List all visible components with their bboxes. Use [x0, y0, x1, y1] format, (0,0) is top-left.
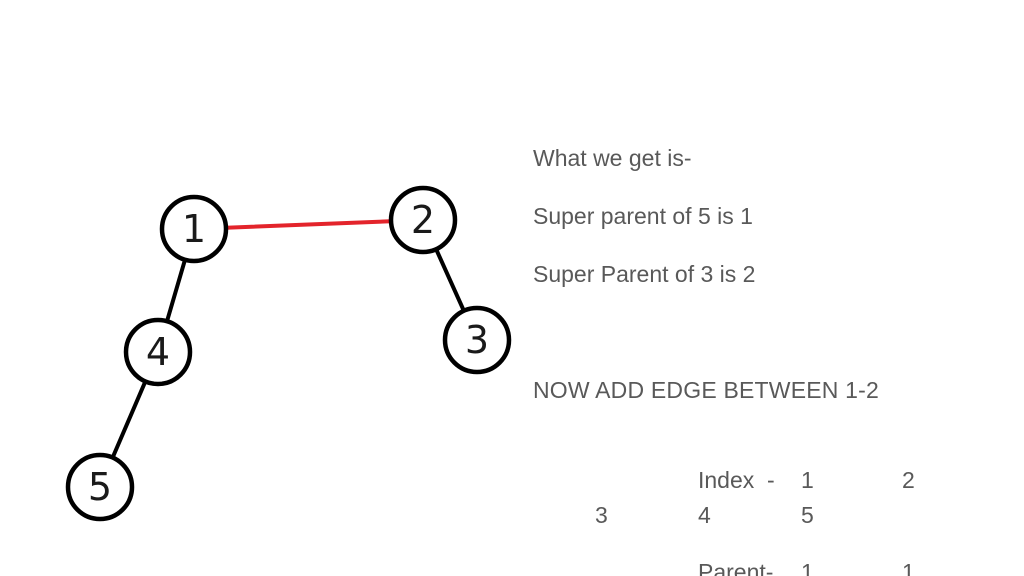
node-circle-4: [123, 317, 193, 387]
node-2: 2: [388, 185, 458, 255]
node-label-2: 2: [411, 198, 435, 242]
node-4: 4: [123, 317, 193, 387]
node-3: 3: [442, 305, 512, 375]
node-label-1: 1: [182, 207, 206, 251]
nodes-layer: 1 2 3 4 5: [65, 185, 512, 522]
node-circle-1: [159, 194, 229, 264]
node-circle-5: [65, 452, 135, 522]
node-5: 5: [65, 452, 135, 522]
node-circle-3: [442, 305, 512, 375]
parent-row-label: Parent-: [698, 559, 774, 576]
note-add-edge: NOW ADD EDGE BETWEEN 1-2: [533, 377, 880, 403]
node-label-4: 4: [146, 330, 170, 374]
note-super-parent-5: Super parent of 5 is 1: [533, 203, 753, 229]
node-label-3: 3: [465, 318, 489, 362]
node-circle-2: [388, 185, 458, 255]
index-cell-3: 3: [595, 502, 608, 528]
node-label-5: 5: [88, 465, 112, 509]
edge-1-2: [192, 218, 425, 231]
note-what-we-get: What we get is-: [533, 145, 692, 171]
index-cell-2: 2: [902, 467, 915, 493]
index-cell-4: 4: [698, 502, 711, 528]
index-cell-5: 5: [801, 502, 814, 528]
node-1: 1: [159, 194, 229, 264]
index-cell-1: 1: [801, 467, 814, 493]
parent-cell-1: 1: [801, 559, 814, 576]
index-row-label: Index -: [698, 467, 775, 493]
parent-cell-2: 1: [902, 559, 915, 576]
note-super-parent-3: Super Parent of 3 is 2: [533, 261, 756, 287]
